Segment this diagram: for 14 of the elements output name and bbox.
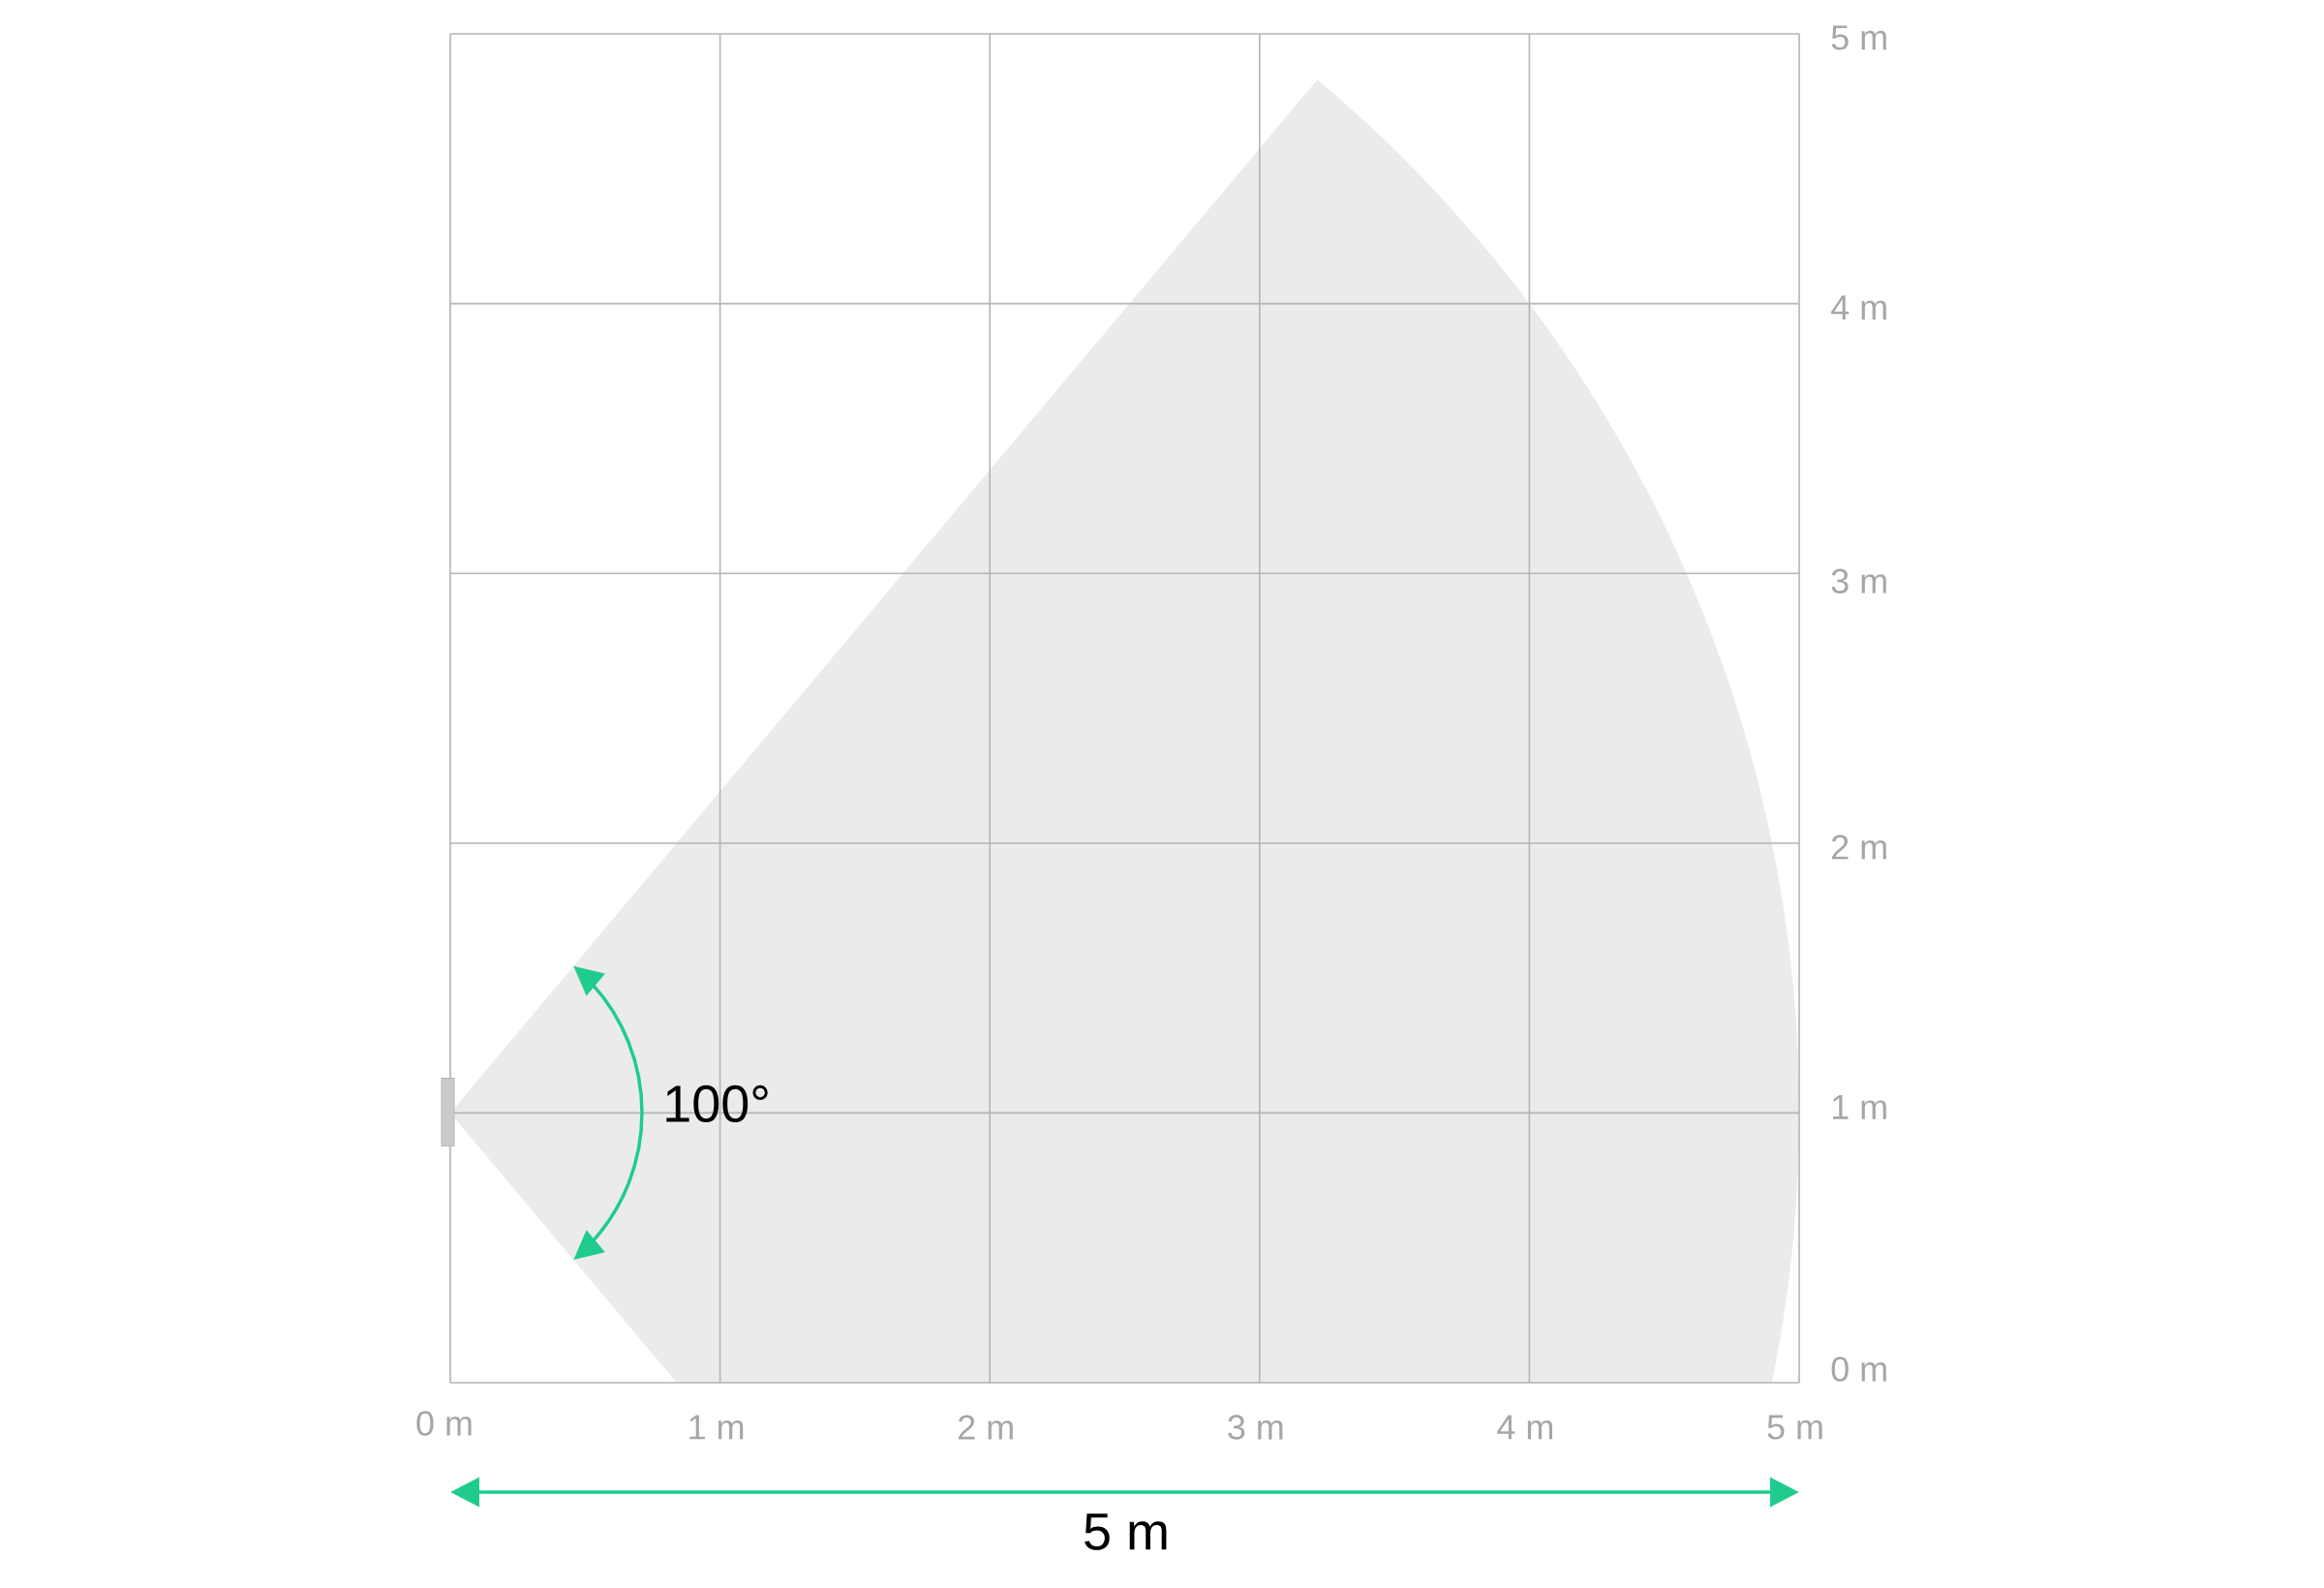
axis-label: 5 m [1831,25,1886,50]
axis-label: 0 m [1831,1357,1886,1382]
axis-label: 2 m [1832,835,1886,860]
angle-label: 100° [666,1084,768,1123]
axis-label: 3 m [1831,568,1886,594]
axis-label: 1 m [1832,1095,1886,1119]
axis-label: 2 m [959,1415,1013,1440]
axis-label: 1 m [689,1415,744,1440]
axis-label: 5 m [1767,1415,1822,1440]
dimension-label: 5 m [1085,1513,1167,1550]
axis-label: 3 m [1228,1415,1283,1440]
axis-label: 4 m [1831,295,1886,320]
axis-label: 0 m [416,1411,472,1436]
axis-label: 4 m [1497,1415,1552,1440]
